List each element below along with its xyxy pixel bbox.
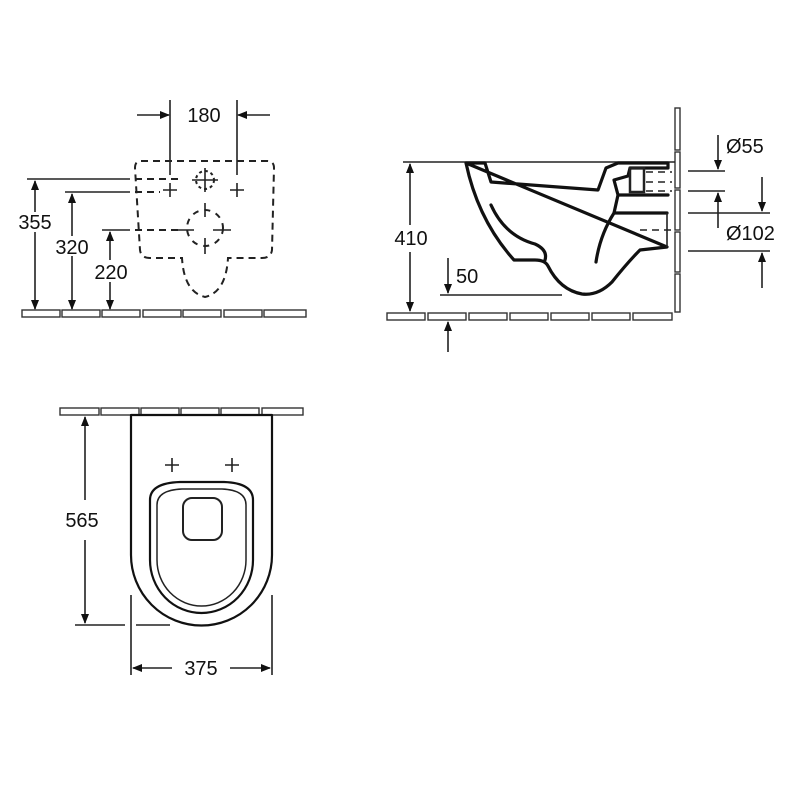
- dim-height-320: 320: [55, 237, 88, 259]
- dim-height-220: 220: [94, 262, 127, 284]
- bowl-outline-dashed: [133, 160, 276, 299]
- dim-width-375: 375: [184, 658, 217, 680]
- bowl-outline: [129, 413, 274, 627]
- dim-floor-offset-50: 50: [456, 266, 478, 288]
- side-view: 410 50 Ø55 Ø102: [386, 107, 775, 352]
- dim-inlet-55: Ø55: [726, 136, 764, 158]
- dim-height-355: 355: [18, 212, 51, 234]
- rear-view: 180 355 320 220: [18, 100, 307, 318]
- bowl-section: [464, 161, 670, 296]
- seat-inner: [156, 488, 247, 607]
- dim-fixing-width: 180: [187, 105, 220, 127]
- floor-tiles: [21, 309, 307, 318]
- dim-outlet-102: Ø102: [726, 223, 775, 245]
- dim-rim-height-410: 410: [394, 228, 427, 250]
- seat-outer: [148, 480, 255, 615]
- wall: [674, 107, 681, 313]
- floor-tiles: [386, 312, 673, 321]
- lid-outlet: [182, 497, 223, 541]
- fixing-crosses: [165, 458, 239, 472]
- fixing-hole-crosses: [163, 168, 244, 254]
- dim-projection-565: 565: [65, 510, 98, 532]
- top-view: 565 375: [59, 407, 304, 680]
